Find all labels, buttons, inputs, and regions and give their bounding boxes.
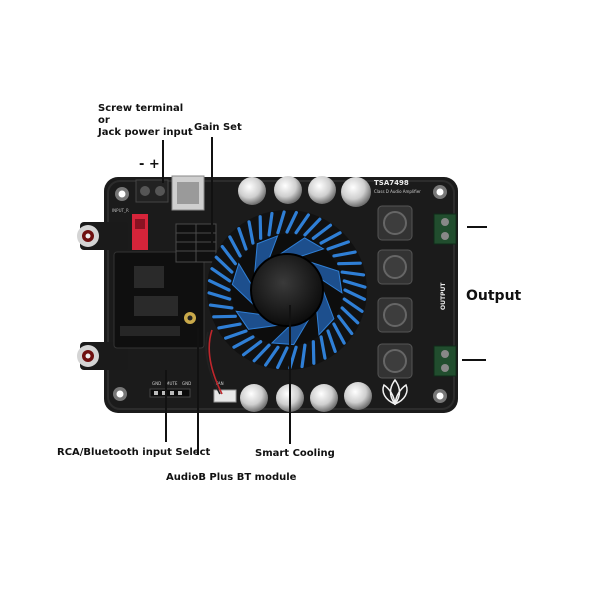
heatsink-fin [267,211,274,237]
rca-jack-top [77,222,128,250]
board-model: TSA7498 [374,179,409,187]
fan-cable [208,329,223,395]
heatsink-fin [264,345,280,367]
heatsink-fin [276,210,286,235]
heatsink-fin [343,288,367,301]
power-input [135,175,205,211]
heatsink-fin [228,235,242,258]
inductors [377,205,413,379]
gain-set-area [175,223,217,263]
heatsink-fin [332,322,346,345]
heatsink-fin [337,261,362,266]
lotus-logo [382,378,408,406]
heatsink-fin [212,314,237,319]
heatsink-fin [342,279,367,289]
callout-lines [162,137,487,455]
label-bt-module: AudioB Plus BT module [166,472,297,483]
heatsink-fin [247,220,255,245]
mounting-holes [113,185,447,403]
input-select-switch [132,214,148,250]
heatsink-fin [232,335,255,349]
heatsink-fin [337,314,354,336]
heatsink-fin [326,240,350,251]
heatsink-fin [237,227,248,251]
heatsink-fin [342,297,364,313]
label-power-line3: Jack power input [98,127,193,138]
board-gnd-2: GND [182,381,191,386]
heatsink-fin [210,267,232,283]
heatsink-fin [241,340,263,357]
heatsink-fin [258,215,263,240]
heatsink-fin [224,329,248,340]
heatsink-fin [217,322,242,330]
heatsink-fin [207,279,231,292]
heatsink-fin [311,223,333,240]
heatsink-fin [319,231,342,245]
heatsink-fin [285,210,298,234]
heatsink-fin [340,306,360,325]
heatsink-fin [326,329,337,353]
header-pins [149,388,237,403]
heatsink-fin [311,340,316,365]
label-output: Output [466,288,522,304]
heatsink-fin [276,346,289,370]
top-capacitors [238,176,371,207]
heatsink-fin [220,244,237,266]
output-terminals [433,213,457,377]
board-output-tag: OUTPUT [440,282,447,310]
heatsink-fin [319,335,327,360]
rca-jack-bottom [77,342,128,370]
bt-module [113,251,205,349]
heatsink-fin [300,343,307,369]
board-input-tag: INPUT_R [112,208,129,213]
label-input-select: RCA/Bluetooth input Select [57,447,211,458]
board-mute: MUTE [166,381,178,386]
heatsink-fin [214,255,234,274]
heatsink-fin [208,303,234,310]
heatsink-fin [294,213,310,235]
heatsink-fin [340,270,366,277]
label-power-line1: Screw terminal [98,103,184,114]
cooling-fan [207,210,367,370]
heatsink-fin [303,217,322,237]
heatsink-fins [207,210,367,370]
board-fan: FAN [216,381,224,386]
label-gain-set: Gain Set [194,122,242,133]
heatsink-fin [332,250,357,258]
label-smart-cooling: Smart Cooling [255,448,335,459]
label-power-line2: or [98,115,110,126]
heatsink-fin [252,343,271,363]
label-power-polarity: - + [139,157,160,172]
board-gnd-1: GND [152,381,161,386]
heatsink-fin [207,291,232,301]
board-subtitle: Class D Audio Amplifier [374,189,421,194]
bottom-capacitors [240,382,372,412]
